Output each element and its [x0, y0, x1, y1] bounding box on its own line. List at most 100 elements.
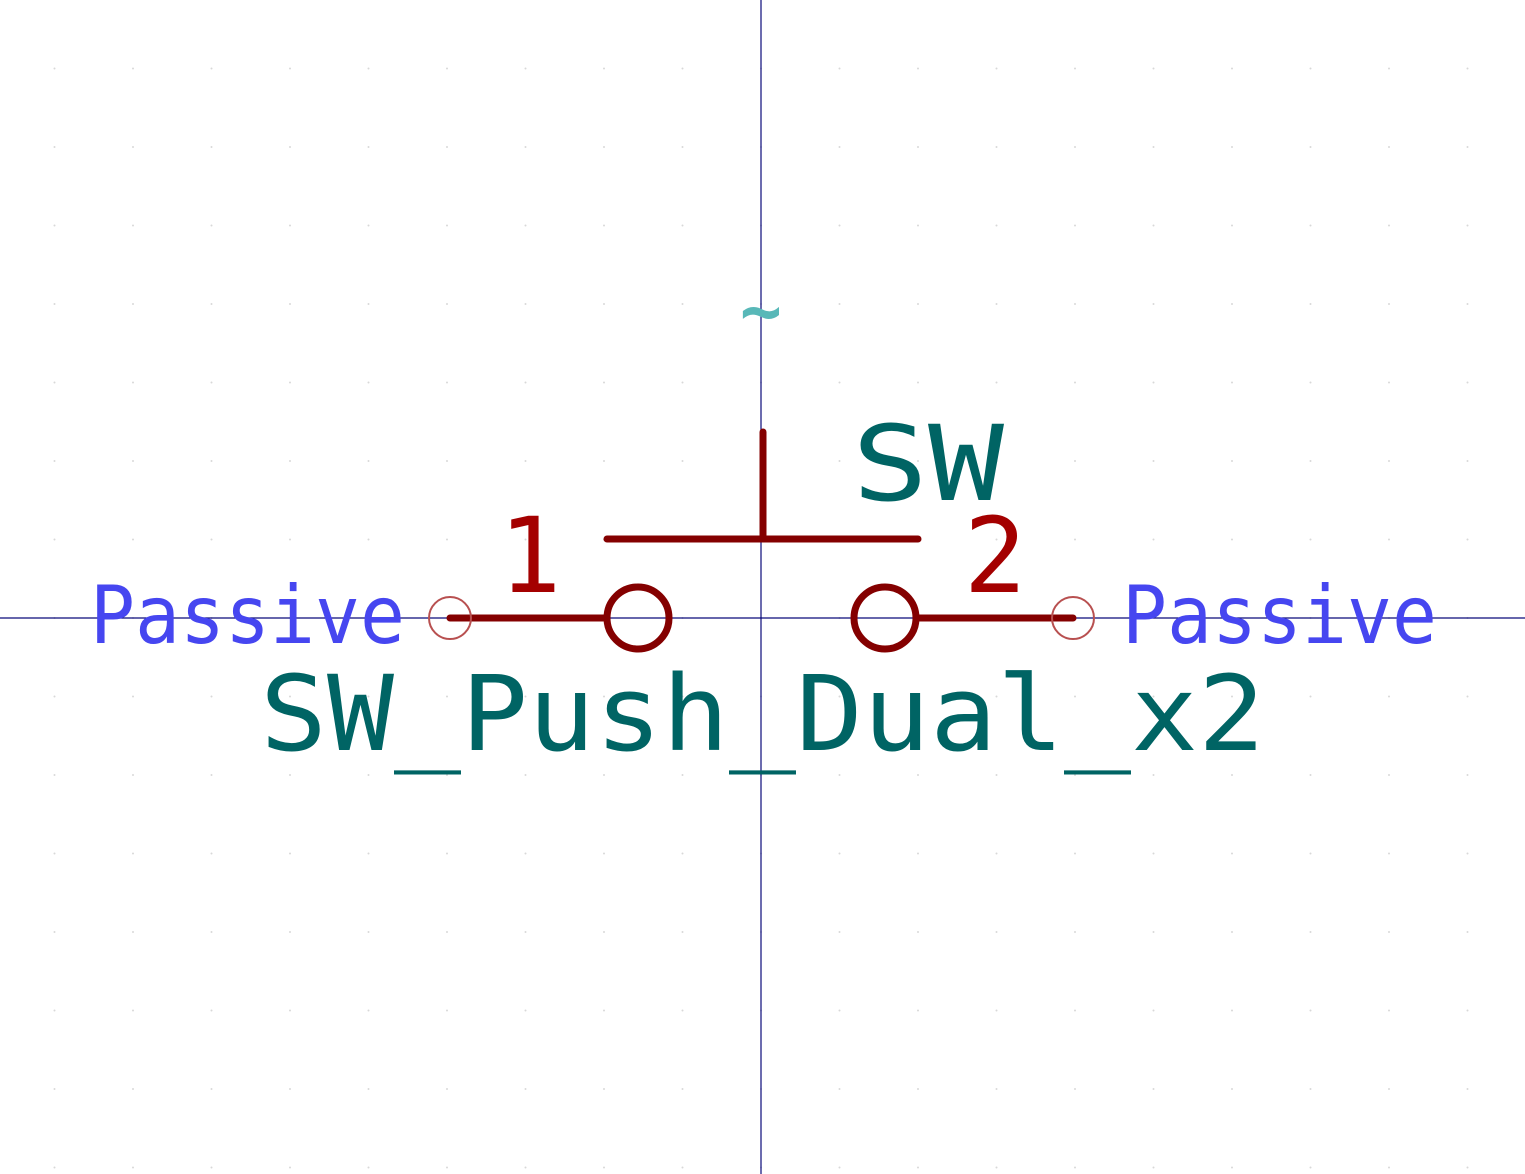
grid-dot: [1152, 1088, 1155, 1090]
grid-dot: [917, 67, 919, 70]
grid-dot: [1466, 460, 1469, 462]
grid-dot: [917, 381, 919, 384]
grid-dot: [603, 774, 605, 776]
grid-dot: [524, 931, 527, 933]
grid-dot: [132, 381, 134, 384]
grid-dot: [524, 146, 527, 148]
value-field[interactable]: SW_Push_Dual_x2: [260, 653, 1265, 775]
pin-1-type: Passive: [90, 569, 405, 662]
grid-dot: [210, 774, 213, 776]
grid-dot: [446, 538, 448, 541]
grid-dot: [838, 1166, 841, 1169]
grid-dot: [1152, 774, 1155, 776]
grid-dot: [1231, 67, 1233, 70]
grid-dot: [132, 67, 134, 70]
grid-dot: [995, 381, 998, 384]
grid-dot: [1074, 1009, 1076, 1012]
grid-dot: [681, 1166, 684, 1169]
grid-dots: [53, 67, 1469, 1169]
grid-dot: [917, 460, 919, 462]
grid-dot: [53, 1166, 56, 1169]
grid-dot: [132, 146, 134, 148]
grid-dot: [1388, 931, 1390, 933]
grid-dot: [1074, 774, 1076, 776]
grid-dot: [1074, 852, 1076, 855]
grid-dot: [367, 852, 370, 855]
grid-dot: [289, 1166, 291, 1169]
reference-designator[interactable]: SW: [852, 403, 1004, 525]
grid-dot: [1152, 67, 1155, 70]
grid-dot: [446, 695, 448, 698]
grid-dot: [1231, 224, 1233, 227]
grid-dot: [289, 774, 291, 776]
grid-dot: [681, 695, 684, 698]
grid-dot: [289, 146, 291, 148]
grid-dot: [995, 695, 998, 698]
grid-dot: [1309, 67, 1312, 70]
grid-dot: [132, 460, 134, 462]
grid-dot: [1388, 1166, 1390, 1169]
grid-dot: [681, 224, 684, 227]
pin-1-anchor[interactable]: [428, 596, 472, 640]
switch-body[interactable]: [446, 428, 1077, 653]
grid-dot: [1152, 695, 1155, 698]
grid-dot: [132, 931, 134, 933]
grid-dot: [524, 67, 527, 70]
grid-dot: [838, 303, 841, 305]
grid-dot: [132, 852, 134, 855]
grid-dot: [132, 538, 134, 541]
grid-dot: [367, 695, 370, 698]
grid-dot: [1074, 381, 1076, 384]
grid-dot: [446, 852, 448, 855]
grid-dot: [603, 1166, 605, 1169]
grid-dot: [681, 460, 684, 462]
grid-dot: [210, 303, 213, 305]
grid-dot: [367, 460, 370, 462]
grid-dot: [1074, 538, 1076, 541]
grid-dot: [1152, 146, 1155, 148]
grid-dot: [53, 381, 56, 384]
grid-dot: [1388, 1088, 1390, 1090]
grid-dot: [1309, 303, 1312, 305]
grid-dot: [1152, 224, 1155, 227]
grid-dot: [210, 1009, 213, 1012]
grid-dot: [367, 538, 370, 541]
grid-dot: [367, 931, 370, 933]
grid-dot: [603, 146, 605, 148]
grid-dot: [367, 67, 370, 70]
grid-dot: [1388, 460, 1390, 462]
grid-dot: [1309, 538, 1312, 541]
pin-2-number: 2: [964, 495, 1027, 617]
grid-dot: [995, 146, 998, 148]
grid-dot: [838, 852, 841, 855]
grid-dot: [681, 1088, 684, 1090]
grid-dot: [1466, 1088, 1469, 1090]
grid-dot: [1231, 1088, 1233, 1090]
grid-dot: [53, 67, 56, 70]
grid-dot: [289, 852, 291, 855]
pin-2-anchor[interactable]: [1051, 596, 1095, 640]
pin-2-type: Passive: [1122, 569, 1437, 662]
grid-dot: [446, 303, 448, 305]
grid-dot: [289, 931, 291, 933]
grid-dot: [603, 303, 605, 305]
grid-dot: [1466, 852, 1469, 855]
grid-dot: [446, 67, 448, 70]
grid-dot: [1466, 1166, 1469, 1169]
grid-dot: [524, 774, 527, 776]
grid-dot: [603, 852, 605, 855]
grid-dot: [446, 1166, 448, 1169]
grid-dot: [995, 852, 998, 855]
grid-dot: [289, 1088, 291, 1090]
grid-dot: [681, 852, 684, 855]
grid-dot: [1388, 146, 1390, 148]
grid-dot: [1231, 146, 1233, 148]
grid-dot: [1388, 224, 1390, 227]
grid-dot: [681, 146, 684, 148]
grid-dot: [838, 381, 841, 384]
grid-dot: [838, 460, 841, 462]
grid-dot: [681, 931, 684, 933]
grid-dot: [524, 1009, 527, 1012]
